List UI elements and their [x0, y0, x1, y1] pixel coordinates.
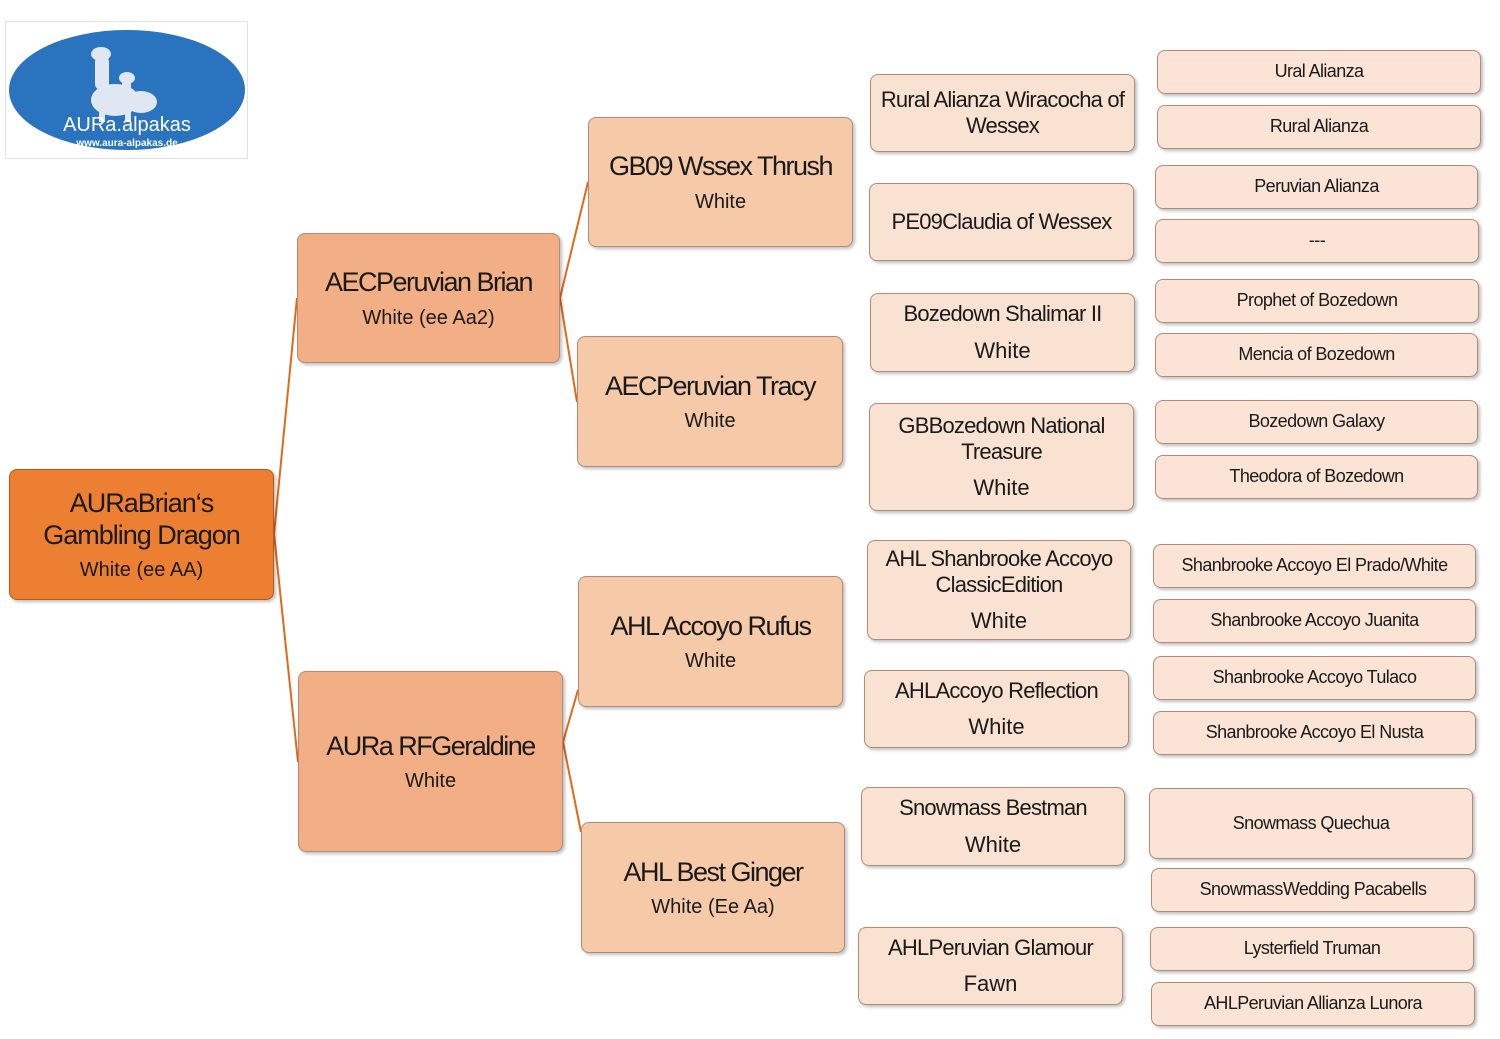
logo-url: www.aura-alpakas.de [76, 138, 178, 149]
great-great-grandparent-box: Bozedown Galaxy [1155, 400, 1478, 444]
great-grandparent-name: AHLAccoyo Reflection [895, 677, 1099, 703]
great-great-grandparent-name: Rural Alianza [1269, 116, 1369, 137]
great-grandparent-name: Snowmass Bestman [899, 795, 1088, 821]
great-grandparent-box: AHLPeruvian Glamour Fawn [858, 927, 1123, 1005]
great-grandparent-name: PE09Claudia of Wessex [891, 208, 1112, 234]
grandparent-color: White [694, 190, 747, 213]
connector-line [559, 181, 589, 299]
great-grandparent-box: Snowmass Bestman White [861, 787, 1125, 866]
great-great-grandparent-name: SnowmassWedding Pacabells [1199, 879, 1427, 900]
great-great-grandparent-name: Shanbrooke Accoyo Tulaco [1212, 667, 1417, 688]
great-great-grandparent-name: Ural Alianza [1274, 61, 1364, 82]
great-grandparent-color: White [974, 337, 1031, 363]
great-great-grandparent-box: Shanbrooke Accoyo El Prado/White [1153, 544, 1476, 588]
logo-title: AURa.alpakas [63, 114, 191, 136]
connector-line [562, 741, 582, 833]
great-grandparent-color: White [968, 714, 1025, 740]
connector-line [562, 689, 579, 743]
great-grandparent-box: AHLAccoyo Reflection White [864, 670, 1129, 748]
grandparent-color: White [684, 410, 736, 433]
great-great-grandparent-box: Rural Alianza [1157, 105, 1481, 149]
subject-name: AURaBrian‘s Gambling Dragon [43, 487, 241, 550]
great-great-grandparent-name: Peruvian Alianza [1254, 176, 1379, 197]
great-great-grandparent-name: Theodora of Bozedown [1229, 466, 1404, 487]
great-grandparent-name: AHL Shanbrooke Accoyo ClassicEdition [885, 545, 1114, 597]
great-grandparent-name: GBBozedown National Treasure [898, 412, 1105, 464]
great-great-grandparent-box: Peruvian Alianza [1155, 165, 1478, 209]
alpaca-icon [91, 47, 157, 122]
subject-box: AURaBrian‘s Gambling Dragon White (ee AA… [9, 469, 274, 600]
great-grandparent-name: AHLPeruvian Glamour [888, 934, 1094, 960]
grandparent-box: AECPeruvian Tracy White [577, 336, 843, 467]
great-grandparent-color: White [973, 475, 1030, 501]
logo-ellipse: AURa.alpakas www.aura-alpakas.de [9, 30, 245, 150]
great-great-grandparent-box: Prophet of Bozedown [1155, 279, 1479, 323]
grandparent-color: White [684, 650, 737, 673]
logo: AURa.alpakas www.aura-alpakas.de [5, 21, 248, 159]
great-great-grandparent-name: --- [1308, 230, 1326, 251]
connector-line [273, 297, 298, 535]
great-great-grandparent-name: AHLPeruvian Allianza Lunora [1204, 993, 1423, 1014]
great-great-grandparent-name: Bozedown Galaxy [1248, 411, 1385, 432]
connector-line [559, 297, 578, 403]
grandparent-name: AECPeruvian Tracy [604, 370, 817, 401]
great-grandparent-color: White [970, 608, 1028, 634]
great-great-grandparent-box: Theodora of Bozedown [1155, 455, 1478, 499]
great-great-grandparent-name: Shanbrooke Accoyo El Nusta [1205, 722, 1424, 743]
grandparent-box: AHL Accoyo Rufus White [578, 576, 843, 707]
great-grandparent-box: GBBozedown National Treasure White [869, 403, 1134, 511]
great-great-grandparent-box: Snowmass Quechua [1149, 788, 1473, 859]
grandparent-color: White (Ee Aa) [651, 896, 775, 919]
great-great-grandparent-box: SnowmassWedding Pacabells [1151, 868, 1475, 912]
parent-box: AECPeruvian Brian White (ee Aa2) [297, 233, 560, 363]
great-great-grandparent-name: Shanbrooke Accoyo El Prado/White [1181, 555, 1449, 576]
great-great-grandparent-name: Prophet of Bozedown [1236, 290, 1398, 311]
great-great-grandparent-box: Mencia of Bozedown [1155, 333, 1478, 377]
parent-name: AURa RFGeraldine [326, 730, 536, 761]
parent-name: AECPeruvian Brian [324, 267, 534, 298]
parent-color: White [404, 770, 457, 793]
great-grandparent-box: PE09Claudia of Wessex [869, 183, 1134, 261]
great-great-grandparent-box: Ural Alianza [1157, 50, 1481, 94]
connector-line [273, 533, 299, 763]
great-great-grandparent-name: Shanbrooke Accoyo Juanita [1210, 610, 1419, 631]
subject-color: White (ee AA) [79, 559, 204, 582]
grandparent-name: GB09 Wssex Thrush [608, 151, 834, 182]
grandparent-name: AHL Accoyo Rufus [610, 610, 812, 641]
great-great-grandparent-box: Shanbrooke Accoyo El Nusta [1153, 711, 1476, 755]
grandparent-name: AHL Best Ginger [623, 856, 804, 887]
great-great-grandparent-name: Lysterfield Truman [1243, 938, 1381, 959]
great-grandparent-box: Bozedown Shalimar II White [870, 293, 1135, 372]
great-great-grandparent-box: --- [1155, 219, 1479, 263]
grandparent-box: AHL Best Ginger White (Ee Aa) [581, 822, 845, 953]
grandparent-box: GB09 Wssex Thrush White [588, 117, 853, 247]
parent-box: AURa RFGeraldine White [298, 671, 563, 852]
great-grandparent-color: White [964, 831, 1022, 857]
great-great-grandparent-box: Lysterfield Truman [1150, 927, 1474, 971]
great-grandparent-box: Rural Alianza Wiracocha of Wessex [870, 74, 1135, 152]
great-grandparent-color: Fawn [963, 971, 1018, 997]
great-great-grandparent-box: AHLPeruvian Allianza Lunora [1151, 982, 1475, 1026]
great-grandparent-box: AHL Shanbrooke Accoyo ClassicEdition Whi… [867, 540, 1131, 640]
great-great-grandparent-name: Snowmass Quechua [1232, 812, 1390, 833]
great-great-grandparent-name: Mencia of Bozedown [1238, 344, 1395, 365]
great-great-grandparent-box: Shanbrooke Accoyo Tulaco [1153, 656, 1476, 700]
parent-color: White (ee Aa2) [362, 306, 495, 329]
great-great-grandparent-box: Shanbrooke Accoyo Juanita [1153, 599, 1476, 643]
great-grandparent-name: Rural Alianza Wiracocha of Wessex [880, 86, 1125, 138]
great-grandparent-name: Bozedown Shalimar II [903, 301, 1103, 327]
